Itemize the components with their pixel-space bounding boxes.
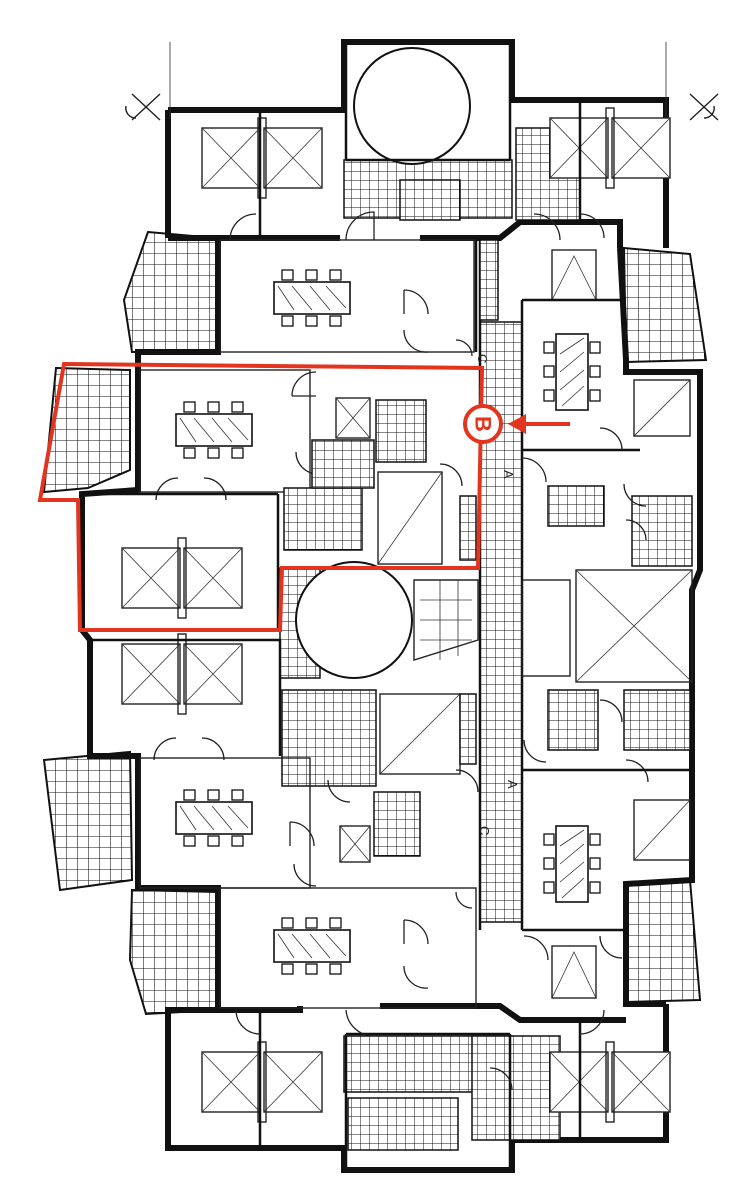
balcony-lower-left — [42, 750, 134, 892]
balcony-upper-right — [622, 246, 708, 364]
north-arrow-right — [689, 93, 719, 121]
unit-marker-letter: B — [471, 416, 496, 432]
bed-lower-left — [121, 633, 243, 715]
pointer-arrow — [508, 414, 570, 434]
wall-right — [617, 247, 703, 1007]
balcony-bottom-left — [128, 888, 219, 1016]
section-label-a-bottom: A — [505, 780, 520, 789]
bed-bottom-left — [201, 1041, 323, 1123]
bed-bottom-right — [549, 1041, 671, 1123]
bed-top-right — [549, 107, 671, 189]
dining-table-upper — [273, 269, 351, 327]
rotunda-top — [353, 47, 471, 165]
dining-table-bottom — [273, 917, 351, 975]
section-label-c-bottom: C — [477, 826, 492, 835]
section-label-c-top: C — [475, 354, 490, 363]
section-label-a-top: A — [501, 470, 516, 479]
bed-unit-b — [121, 537, 243, 619]
balcony-upper-left — [122, 230, 220, 353]
rotunda-middle — [295, 561, 413, 679]
north-arrow-left — [125, 93, 161, 121]
dining-table-right-lower — [543, 825, 601, 903]
balcony-lower-right — [622, 878, 702, 1004]
unit-marker-b: B — [463, 404, 503, 444]
bed-top-left — [201, 117, 323, 199]
dining-table-unit-b — [175, 401, 253, 459]
balcony-left — [42, 366, 131, 494]
dining-table-right-upper — [543, 333, 601, 411]
dining-table-lower — [175, 789, 253, 847]
bath-unit-b — [283, 487, 363, 551]
